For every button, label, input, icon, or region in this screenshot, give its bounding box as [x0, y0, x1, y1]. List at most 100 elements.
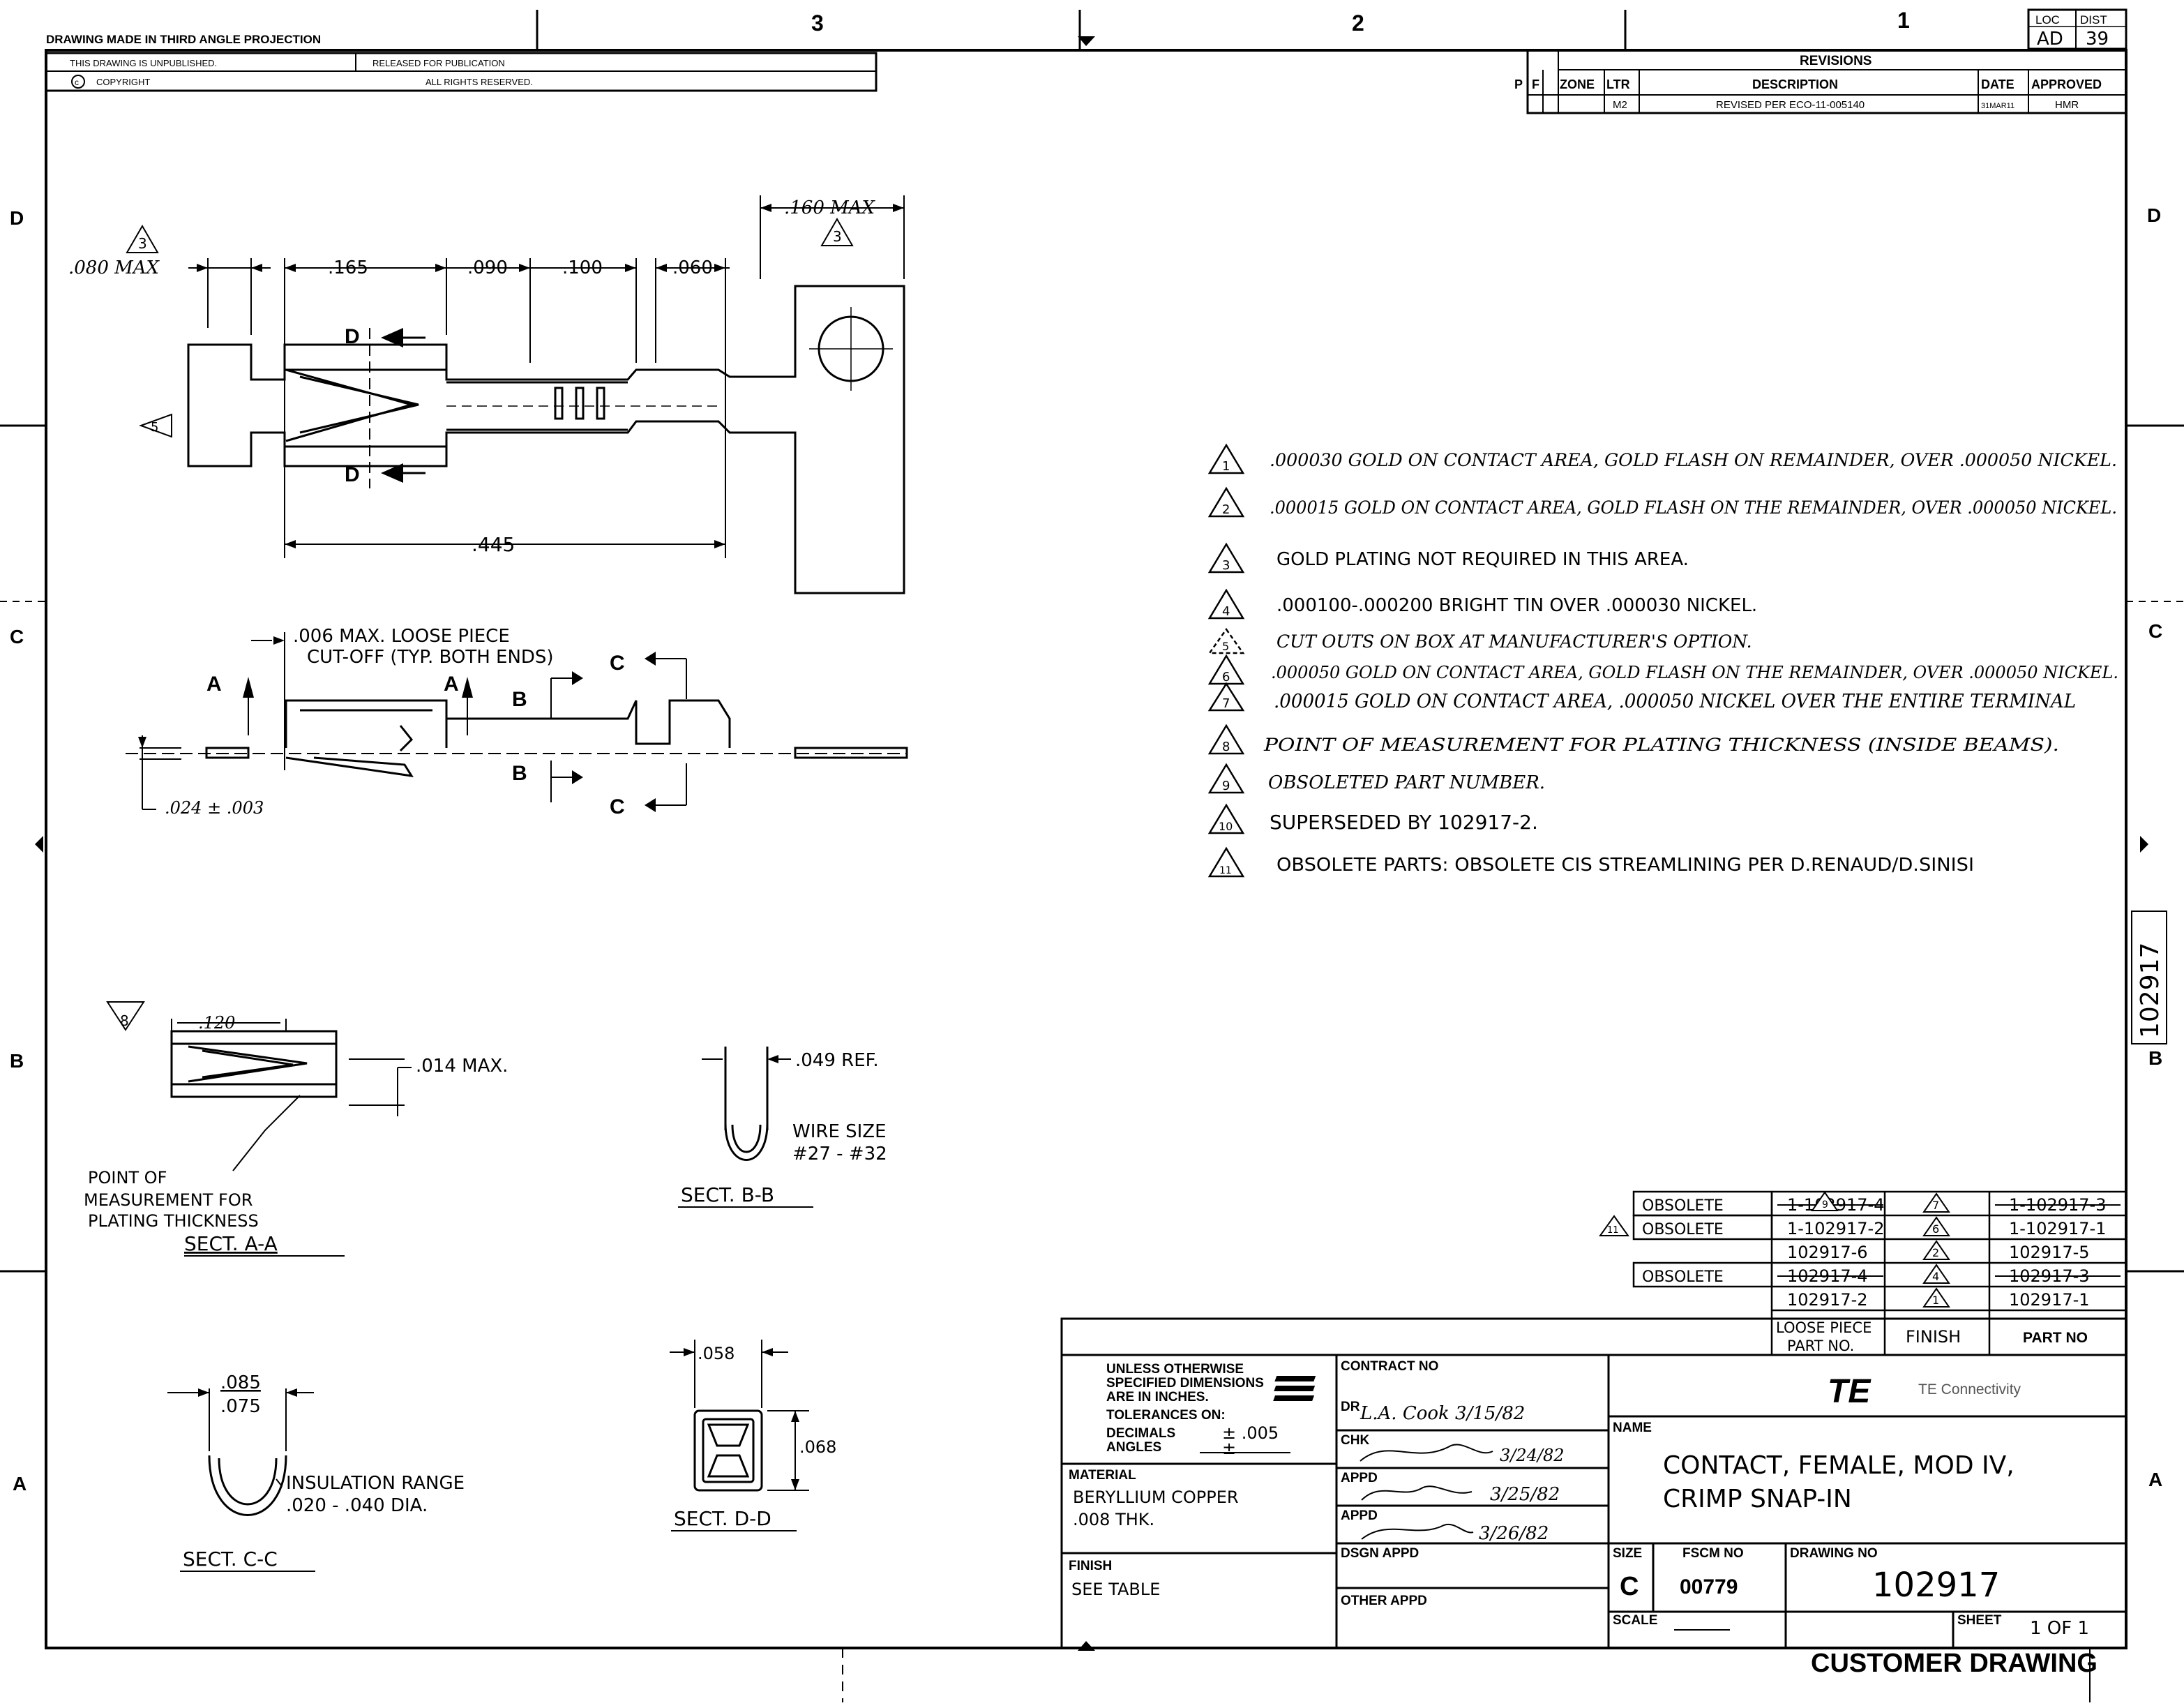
- drawing-number: 102917: [1872, 1566, 2000, 1605]
- cc-dim-085: .085: [220, 1372, 261, 1393]
- part-row-part-no: 102917-1: [2009, 1290, 2090, 1310]
- section-d-lower: D: [345, 463, 360, 486]
- part-row-obsolete-flag: [1811, 1191, 1839, 1211]
- sheet-value: 1 OF 1: [2030, 1618, 2089, 1639]
- cc-insulation-range: INSULATION RANGE: [286, 1473, 465, 1494]
- part-row-note-flag: [1599, 1215, 1629, 1236]
- projection-note: DRAWING MADE IN THIRD ANGLE PROJECTION: [46, 33, 321, 46]
- part-row-part-no: 1-102917-1: [2009, 1219, 2106, 1238]
- dist-value: 39: [2086, 29, 2109, 50]
- dim-090: .090: [467, 257, 508, 278]
- part-row-status: OBSOLETE: [1642, 1221, 1724, 1238]
- section-dd-view: [670, 1340, 809, 1492]
- size-label: SIZE: [1613, 1546, 1642, 1561]
- note-9-number: 9: [1222, 779, 1230, 793]
- released-note: RELEASED FOR PUBLICATION: [372, 58, 505, 68]
- te-logo-mark: TE: [1828, 1373, 1872, 1410]
- part-row-finish-flag: [1922, 1192, 1950, 1213]
- dim-165: .165: [328, 257, 368, 278]
- section-c-upper: C: [610, 652, 625, 675]
- top-view-flags: [126, 218, 854, 438]
- title-block: [1060, 1317, 2127, 1649]
- section-aa-title: SECT. A-A: [184, 1232, 278, 1255]
- revisions-table: [1526, 49, 2127, 114]
- part-row-status: OBSOLETE: [1642, 1197, 1724, 1215]
- side-number-box: [2131, 911, 2167, 1044]
- head-loose-part-no: PART NO.: [1787, 1338, 1854, 1354]
- company-name: TE Connectivity: [1918, 1381, 2021, 1398]
- note-11-text: OBSOLETE PARTS: OBSOLETE CIS STREAMLININ…: [1276, 855, 1974, 876]
- revisions-col-date: DATE: [1981, 77, 2014, 91]
- section-c-lower: C: [610, 795, 625, 818]
- unless-otherwise-2: SPECIFIED DIMENSIONS: [1106, 1376, 1264, 1391]
- part-row-obsolete-flag-number: 9: [1822, 1199, 1828, 1211]
- section-a-right: A: [444, 673, 459, 696]
- material-name: BERYLLIUM COPPER: [1073, 1488, 1239, 1507]
- loc-value: AD: [2037, 29, 2063, 50]
- aa-measurement-for: MEASUREMENT FOR: [84, 1190, 253, 1210]
- contact-top-view: [187, 285, 905, 594]
- section-dd-title: SECT. D-D: [674, 1507, 771, 1530]
- part-row-finish: 6: [1932, 1222, 1939, 1236]
- revisions-col-zone: ZONE: [1560, 77, 1595, 91]
- side-drawing-number: 102917: [2136, 943, 2164, 1038]
- part-row-loose-piece: 1-102917-2: [1787, 1219, 1884, 1238]
- revisions-col-approved: APPROVED: [2031, 77, 2102, 91]
- note-3-number: 3: [1222, 558, 1230, 573]
- fscm-value: 00779: [1680, 1575, 1738, 1598]
- note-5-text: CUT OUTS ON BOX AT MANUFACTURER'S OPTION…: [1276, 631, 1752, 652]
- decimals-value: ± .005: [1222, 1423, 1279, 1443]
- section-b-upper: B: [512, 688, 527, 711]
- loc-dist-box: [2027, 8, 2127, 50]
- note-8-text: POINT OF MEASUREMENT FOR PLATING THICKNE…: [1263, 735, 2059, 755]
- row-label-d-left: D: [10, 207, 24, 229]
- appd-1-label: APPD: [1341, 1471, 1378, 1485]
- dsgn-appd-label: DSGN APPD: [1341, 1546, 1419, 1561]
- top-flag-3-left: 3: [138, 235, 147, 252]
- dist-label: DIST: [2080, 13, 2107, 27]
- drawing-no-label: DRAWING NO: [1790, 1546, 1878, 1561]
- section-d-upper: D: [345, 325, 360, 348]
- aa-point-of: POINT OF: [88, 1168, 167, 1188]
- section-bb-view: [702, 1047, 791, 1161]
- revision-letter: M2: [1613, 99, 1627, 111]
- row-label-a-right: A: [2148, 1469, 2162, 1490]
- te-logo: [1273, 1376, 1316, 1401]
- bb-dim-049: .049 REF.: [795, 1050, 879, 1071]
- section-aa-view: [106, 1001, 412, 1171]
- note-9-text: OBSOLETED PART NUMBER.: [1268, 772, 1545, 793]
- cc-dim-075: .075: [220, 1396, 261, 1417]
- row-label-b-left: B: [10, 1050, 24, 1072]
- revision-approved: HMR: [2055, 99, 2079, 111]
- aa-flag-8: 8: [120, 1012, 129, 1029]
- chk-label: CHK: [1341, 1433, 1369, 1448]
- part-name-line-1: CONTACT, FEMALE, MOD IV,: [1663, 1451, 2014, 1480]
- contract-label: CONTRACT NO: [1341, 1359, 1438, 1374]
- revision-date: 31MAR11: [1981, 102, 2014, 110]
- note-2-number: 2: [1222, 502, 1230, 517]
- other-appd-label: OTHER APPD: [1341, 1594, 1427, 1608]
- row-label-a-left: A: [13, 1473, 27, 1494]
- part-row-finish-flag: [1922, 1240, 1950, 1260]
- row-label-c-right: C: [2148, 620, 2162, 642]
- unpublished-note: THIS DRAWING IS UNPUBLISHED.: [70, 58, 217, 68]
- note-11-number: 11: [1219, 865, 1232, 876]
- part-row-loose-piece: 102917-2: [1787, 1290, 1868, 1310]
- revisions-col-description: DESCRIPTION: [1752, 77, 1838, 91]
- size-value: C: [1620, 1572, 1639, 1601]
- part-row-finish: 2: [1932, 1246, 1939, 1259]
- loose-piece-note-2: CUT-OFF (TYP. BOTH ENDS): [307, 647, 554, 668]
- dd-dim-068: .068: [799, 1437, 836, 1457]
- tolerances-label: TOLERANCES ON:: [1106, 1408, 1226, 1423]
- appd-2-date: 3/26/82: [1479, 1523, 1549, 1544]
- note-3-text: GOLD PLATING NOT REQUIRED IN THIS AREA.: [1276, 549, 1689, 570]
- part-row-finish: 4: [1932, 1270, 1939, 1283]
- finish-label: FINISH: [1069, 1559, 1112, 1573]
- section-b-lower: B: [512, 762, 527, 785]
- part-number-table: [1632, 1190, 2126, 1355]
- note-7-text: .000015 GOLD ON CONTACT AREA, .000050 NI…: [1274, 691, 2076, 712]
- note-5-number: 5: [1222, 640, 1229, 653]
- loose-piece-note-1: .006 MAX. LOOSE PIECE: [293, 626, 510, 647]
- revisions-col-ltr: LTR: [1606, 77, 1630, 91]
- head-finish: FINISH: [1906, 1327, 1961, 1347]
